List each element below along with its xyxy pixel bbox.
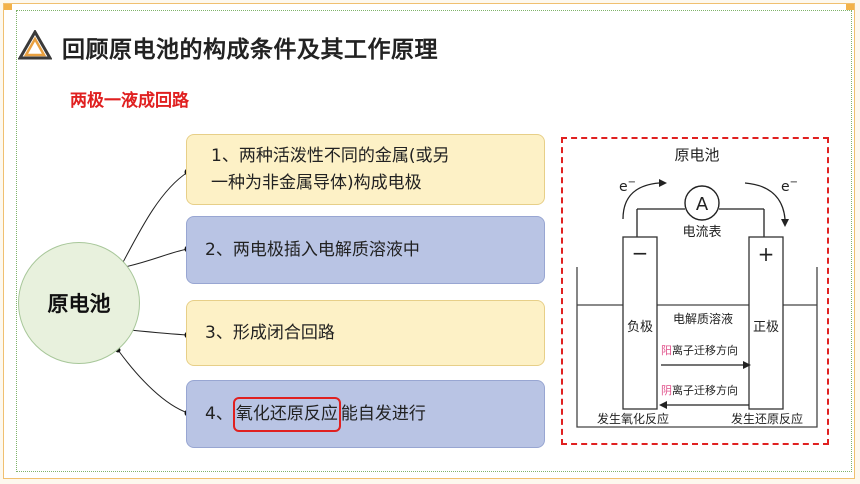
condition-box-2: 2、两电极插入电解质溶液中	[186, 216, 545, 284]
slide-inner-border	[16, 10, 852, 472]
reduction-label: 发生还原反应	[731, 411, 803, 426]
ammeter-label: 电流表	[682, 225, 721, 240]
negative-electrode	[622, 236, 658, 410]
center-node: 原电池	[18, 242, 140, 364]
condition-box-4: 4、氧化还原反应能自发进行	[186, 380, 545, 448]
electron-right-label: e−	[781, 177, 798, 195]
condition-box-3: 3、形成闭合回路	[186, 300, 545, 366]
center-node-label: 原电池	[47, 292, 111, 316]
beaker	[576, 267, 818, 428]
electron-arrow-right	[744, 182, 786, 220]
triangle-logo-icon	[18, 30, 52, 60]
ammeter-symbol: A	[696, 194, 709, 215]
oxidation-label: 发生氧化反应	[597, 411, 669, 426]
redox-highlight: 氧化还原反应	[232, 396, 341, 432]
condition-2-text: 2、两电极插入电解质溶液中	[205, 239, 420, 260]
condition-3-text: 3、形成闭合回路	[205, 322, 335, 343]
condition-box-1: 1、两种活泼性不同的金属(或另 一种为非金属导体)构成电极	[186, 134, 545, 205]
diagram-title: 原电池	[674, 146, 719, 164]
condition-4-suffix: 能自发进行	[340, 403, 426, 424]
electron-left-label: e−	[619, 177, 636, 195]
condition-4-prefix: 4、	[205, 403, 233, 424]
anion-label: 阴离子迁移方向	[661, 383, 738, 397]
positive-label: 正极	[753, 320, 779, 335]
corner-tab-left	[4, 4, 12, 10]
corner-tab-right	[846, 4, 854, 10]
negative-label: 负极	[627, 320, 653, 335]
minus-sign: −	[632, 241, 649, 265]
condition-1-line1: 1、两种活泼性不同的金属(或另	[211, 145, 450, 166]
subtitle: 两极一液成回路	[70, 91, 189, 111]
ammeter-icon	[684, 185, 720, 221]
galvanic-cell-diagram: 原电池 A 电流表 e− e− − + 电解质溶液 负极 正极 阳离子迁移方向 …	[561, 137, 829, 445]
galvanic-cell-svg: 原电池 A 电流表 e− e− − + 电解质溶液 负极 正极 阳离子迁移方向 …	[576, 146, 818, 428]
cation-label: 阳离子迁移方向	[661, 343, 738, 357]
plus-sign: +	[758, 242, 775, 266]
positive-electrode	[748, 236, 784, 410]
condition-1-line2: 一种为非金属导体)构成电极	[211, 172, 422, 193]
solution-label: 电解质溶液	[673, 311, 733, 326]
page-title: 回顾原电池的构成条件及其工作原理	[62, 37, 438, 63]
electron-arrow-left	[622, 182, 660, 220]
